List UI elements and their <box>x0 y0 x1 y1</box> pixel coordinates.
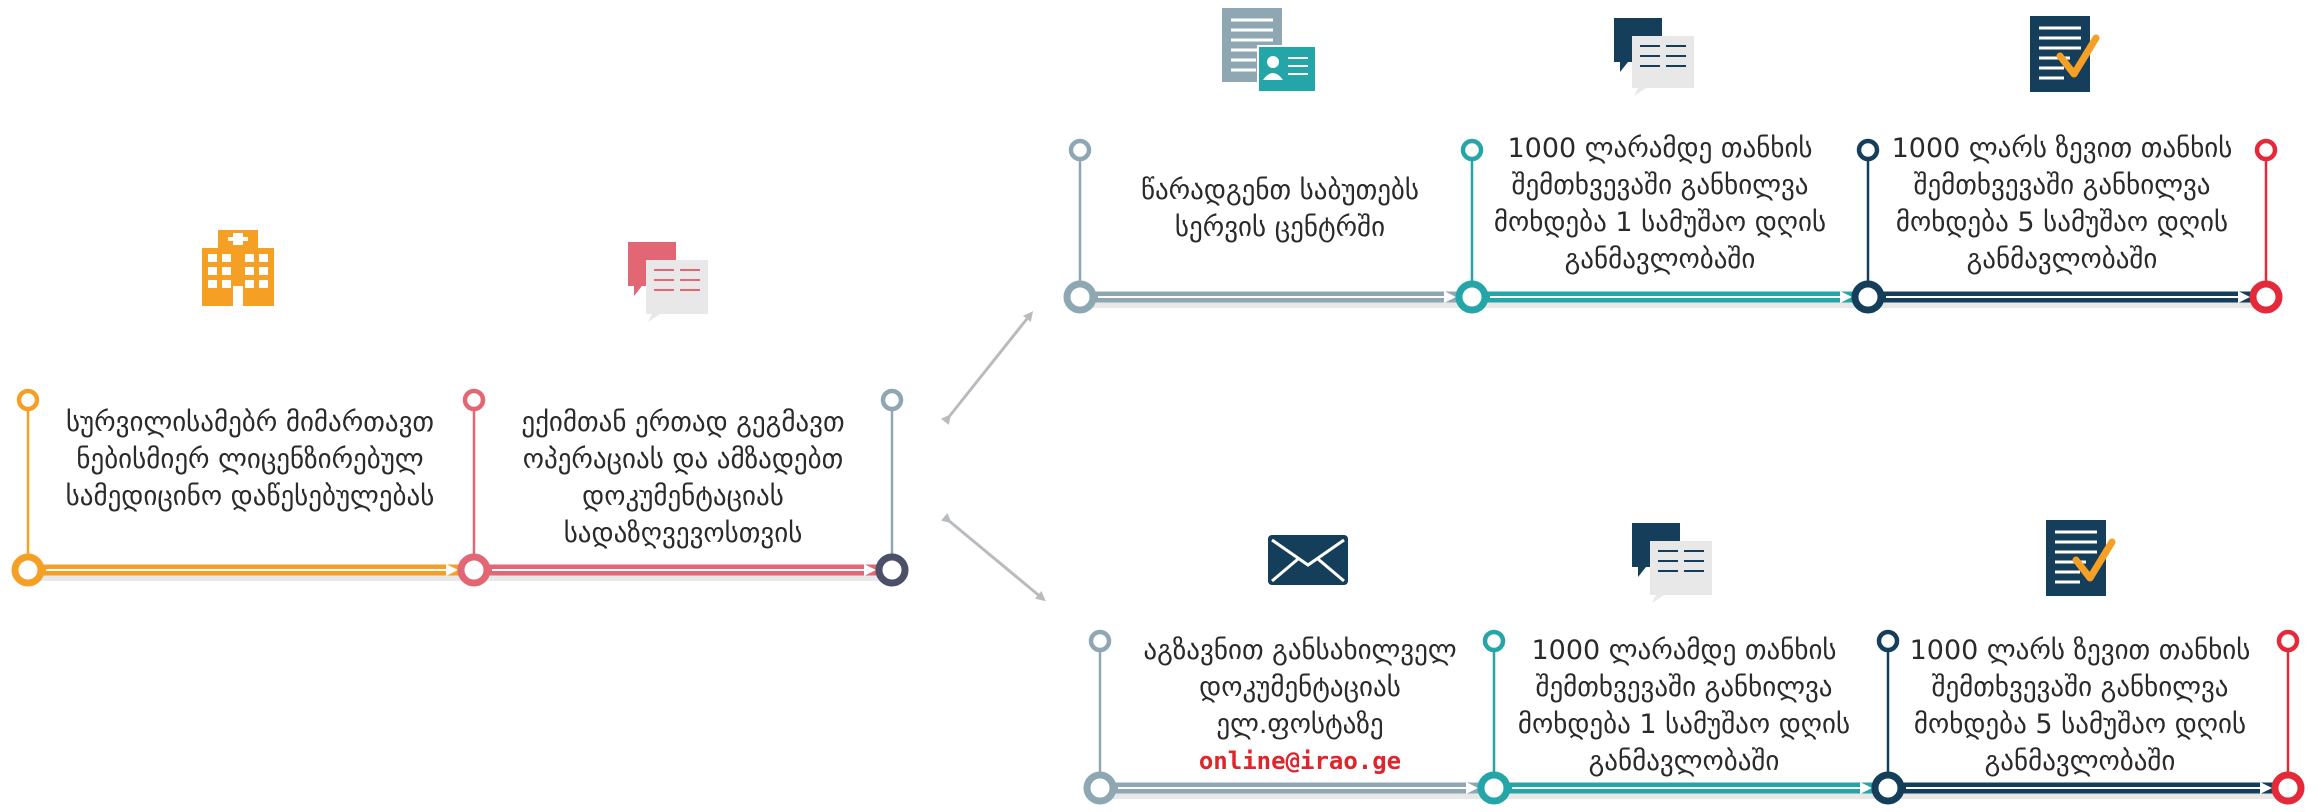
step-1-text: სურვილისამებრ მიმართავთ ნებისმიერ ლიცენზ… <box>30 404 470 515</box>
row3-node-2 <box>1477 771 1511 805</box>
hospital-icon <box>202 230 274 306</box>
step-2-line-4: სადაზღვევოსთვის <box>563 518 803 549</box>
row2-node-3 <box>1851 280 1885 314</box>
row1-node-1 <box>11 553 45 587</box>
step-7-text: 1000 ლარამდე თანხის შემთხვევაში განხილვა… <box>1484 632 1884 780</box>
step-1-line-3: სამედიცინო დაწესებულებას <box>65 481 435 512</box>
row3-navy-segment-arrow-head <box>2260 782 2272 794</box>
row2-teal-segment-arrow-head <box>1840 291 1852 303</box>
row2-node-4 <box>2249 280 2283 314</box>
step-7-line-4: განმავლობაში <box>1588 746 1780 777</box>
step-4-line-1: 1000 ლარამდე თანხის <box>1507 133 1813 164</box>
step-1-line-1: სურვილისამებრ მიმართავთ <box>65 407 435 438</box>
step-1-line-2: ნებისმიერ ლიცენზირებულ <box>76 444 424 475</box>
row2-node-1 <box>1063 280 1097 314</box>
step-2-text: ექიმთან ერთად გეგმავთ ოპერაციას და ამზად… <box>478 404 888 552</box>
step-5-line-1: 1000 ლარს ზევით თანხის <box>1891 133 2233 164</box>
row3-teal-segment-arrow-head <box>1860 782 1872 794</box>
step-7-line-2: შემთხვევაში განხილვა <box>1535 672 1833 703</box>
step-8-line-1: 1000 ლარს ზევით თანხის <box>1909 635 2251 666</box>
step-6-line-3: ელ.ფოსტაზე <box>1216 709 1384 740</box>
checklist-icon <box>2030 16 2100 92</box>
row3-post-4-top-node <box>2276 629 2300 653</box>
step-6-line-1: აგზავნით განსახილველ <box>1143 635 1457 666</box>
step-5-text: 1000 ლარს ზევით თანხის შემთხვევაში განხი… <box>1862 130 2262 278</box>
step-2-line-3: დოკუმენტაციას <box>582 481 784 512</box>
step-4-line-4: განმავლობაში <box>1564 244 1756 275</box>
documents-icon-teal <box>1614 18 1694 96</box>
row3-node-1 <box>1083 771 1117 805</box>
row1-pink-segment-arrow-head <box>864 564 876 576</box>
step-3-line-2: სერვის ცენტრში <box>1174 212 1386 243</box>
step-4-line-3: მოხდება 1 სამუშაო დღის <box>1493 207 1827 238</box>
branch-arrow-lower <box>940 512 1046 602</box>
step-7-line-3: მოხდება 1 სამუშაო დღის <box>1517 709 1851 740</box>
step-3-text: წარადგენთ საბუთებს სერვის ცენტრში <box>1080 172 1480 246</box>
checklist-icon-2 <box>2046 520 2116 596</box>
row1-orange-segment-arrow-head <box>446 564 458 576</box>
row2-post-2-top-node <box>1460 138 1484 162</box>
step-2-line-2: ოპერაციას და ამზადებთ <box>522 444 844 475</box>
step-5-line-3: მოხდება 5 სამუშაო დღის <box>1895 207 2229 238</box>
row1-node-2 <box>457 553 491 587</box>
step-7-line-1: 1000 ლარამდე თანხის <box>1531 635 1837 666</box>
step-8-text: 1000 ლარს ზევით თანხის შემთხვევაში განხი… <box>1880 632 2280 780</box>
envelope-icon <box>1268 535 1348 585</box>
row2-post-1-top-node <box>1068 138 1092 162</box>
row3-node-3 <box>1871 771 1905 805</box>
step-5-line-2: შემთხვევაში განხილვა <box>1913 170 2211 201</box>
row3-slate-segment-arrow-head <box>1466 782 1478 794</box>
row1-node-3 <box>875 553 909 587</box>
row1-post-2-top-node <box>462 388 486 412</box>
step-8-line-2: შემთხვევაში განხილვა <box>1931 672 2229 703</box>
row2-slate-segment-arrow-head <box>1444 291 1456 303</box>
row3-post-3-top-node <box>1876 629 1900 653</box>
step-8-line-3: მოხდება 5 სამუშაო დღის <box>1913 709 2247 740</box>
step-2-line-1: ექიმთან ერთად გეგმავთ <box>521 407 845 438</box>
row3-post-1-top-node <box>1088 629 1112 653</box>
row2-navy-segment-arrow-head <box>2238 291 2250 303</box>
row3-node-4 <box>2271 771 2305 805</box>
row1-post-1-top-node <box>16 388 40 412</box>
branch-arrow-upper <box>940 311 1034 426</box>
documents-icon-pink <box>628 242 708 322</box>
step-6-text: აგზავნით განსახილველ დოკუმენტაციას ელ.ფო… <box>1100 632 1500 780</box>
row3-post-2-top-node <box>1482 629 1506 653</box>
branch-arrows <box>940 311 1046 602</box>
step-4-line-2: შემთხვევაში განხილვა <box>1511 170 1809 201</box>
row2-node-2 <box>1455 280 1489 314</box>
documents-icon-navy <box>1632 523 1712 603</box>
step-5-line-4: განმავლობაში <box>1966 244 2158 275</box>
step-8-line-4: განმავლობაში <box>1984 746 2176 777</box>
step-3-line-1: წარადგენთ საბუთებს <box>1141 175 1419 206</box>
row2-post-4-top-node <box>2254 138 2278 162</box>
id-card-document-icon <box>1222 8 1317 93</box>
step-4-text: 1000 ლარამდე თანხის შემთხვევაში განხილვა… <box>1460 130 1860 278</box>
row2-post-3-top-node <box>1856 138 1880 162</box>
email-address[interactable]: online@irao.ge <box>1198 747 1402 775</box>
row1-post-3-top-node <box>880 388 904 412</box>
step-6-line-2: დოკუმენტაციას <box>1199 672 1401 703</box>
